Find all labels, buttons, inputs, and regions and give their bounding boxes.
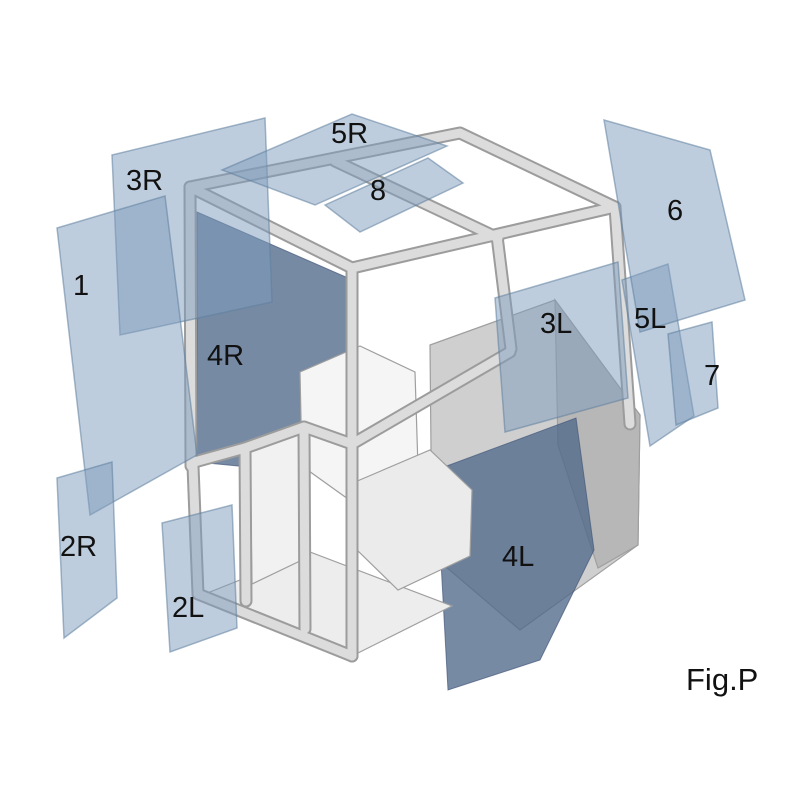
front-inner-panel	[249, 431, 303, 585]
label-panel-7: 7	[704, 360, 720, 392]
label-panel-6: 6	[667, 195, 683, 227]
label-panel-4R: 4R	[207, 340, 244, 372]
glass-panel-6	[603, 118, 746, 333]
label-panel-8: 8	[370, 175, 386, 207]
glass-panel-8	[323, 157, 465, 233]
glass-panel-5R	[219, 113, 450, 206]
part-labels: 1 2R 2L 3R 3L 4R 4L 5R 5L 6 7 8	[60, 118, 720, 624]
glass-panel-3L	[494, 261, 629, 433]
label-panel-4L: 4L	[502, 541, 534, 573]
glass-panel-4L	[435, 417, 595, 691]
label-panel-2L: 2L	[172, 592, 204, 624]
windshield-lower-rail	[186, 422, 357, 468]
front-vertical-1	[240, 443, 251, 606]
cab-frame	[183, 126, 637, 663]
figure-caption: Fig.P	[686, 662, 758, 697]
label-panel-3L: 3L	[540, 308, 572, 340]
label-panel-3R: 3R	[126, 165, 163, 197]
label-panel-5L: 5L	[634, 303, 666, 335]
side-window-sill	[347, 347, 515, 449]
glass-panel-1	[56, 195, 198, 517]
label-panel-5R: 5R	[331, 118, 368, 150]
label-panel-1: 1	[73, 270, 89, 302]
glass-panel-2R	[56, 461, 118, 640]
glass-panel-2L	[161, 504, 238, 654]
front-vertical-2	[299, 422, 310, 634]
glass-panel-7	[667, 321, 719, 427]
label-panel-2R: 2R	[60, 531, 97, 563]
glass-panels	[56, 113, 746, 654]
